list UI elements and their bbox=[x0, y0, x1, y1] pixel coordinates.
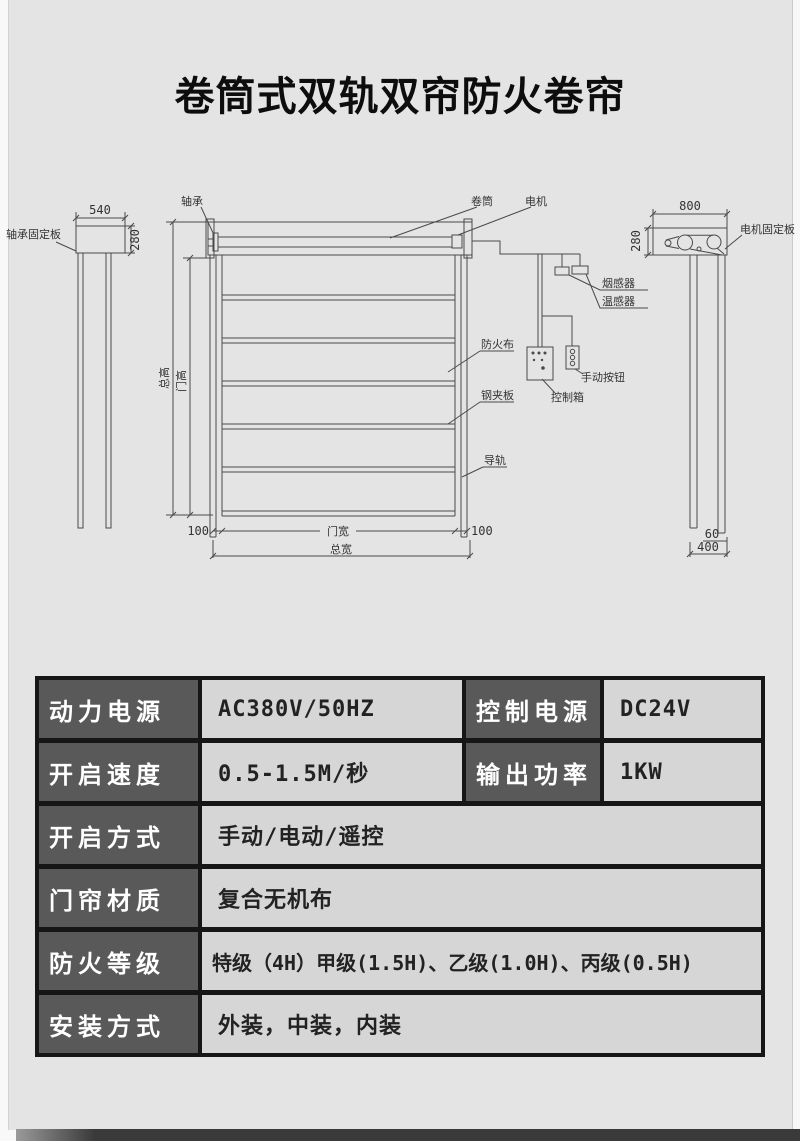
spec-value-open-mode: 手动/电动/遥控 bbox=[202, 806, 761, 864]
dim-280-left: 280 bbox=[128, 229, 142, 251]
spec-row-fire-rating: 防火等级 特级（4H）甲级(1.5H)、乙级(1.0H)、丙级(0.5H) bbox=[39, 932, 761, 990]
spec-label-speed: 开启速度 bbox=[39, 743, 198, 801]
roller-tube bbox=[217, 236, 453, 248]
bottom-shadow bbox=[16, 1129, 800, 1141]
spec-value-speed: 0.5-1.5M/秒 bbox=[202, 743, 462, 801]
dim-280-right: 280 bbox=[629, 230, 643, 252]
dim-400: 400 bbox=[697, 540, 719, 554]
bearing-label: 轴承 bbox=[181, 194, 203, 208]
spec-value-install: 外装，中装，内装 bbox=[202, 995, 761, 1053]
smoke-sensor-label: 烟感器 bbox=[602, 276, 635, 290]
guide-rails bbox=[209, 255, 468, 538]
smoke-sensor bbox=[554, 266, 570, 276]
control-box-label: 控制箱 bbox=[551, 390, 584, 404]
door-width-label: 门宽 bbox=[327, 524, 349, 538]
right-view-rails bbox=[689, 255, 726, 534]
spec-table: 动力电源 AC380V/50HZ 控制电源 DC24V 开启速度 0.5-1.5… bbox=[35, 676, 765, 1057]
steel-plate-label: 钢夹板 bbox=[481, 388, 514, 402]
control-wiring: 烟感器 温感器 手动按钮 控制箱 bbox=[472, 240, 648, 404]
spec-row-power: 动力电源 AC380V/50HZ 控制电源 DC24V bbox=[39, 680, 761, 738]
door-height-label: 门高 bbox=[174, 370, 188, 392]
spec-row-material: 门帘材质 复合无机布 bbox=[39, 869, 761, 927]
header-box bbox=[207, 221, 473, 256]
spec-value-material: 复合无机布 bbox=[202, 869, 761, 927]
total-height-label: 总高 bbox=[157, 367, 171, 389]
spec-value-power: AC380V/50HZ bbox=[202, 680, 462, 738]
manual-button bbox=[565, 345, 580, 370]
spec-label-material: 门帘材质 bbox=[39, 869, 198, 927]
right-side-view: 800 280 电机固定板 60 400 bbox=[629, 199, 795, 558]
spec-label-install: 安装方式 bbox=[39, 995, 198, 1053]
spec-value-fire-rating: 特级（4H）甲级(1.5H)、乙级(1.0H)、丙级(0.5H) bbox=[202, 932, 761, 990]
bearing-plate-label: 轴承固定板 bbox=[6, 227, 61, 241]
spec-label-fire-rating: 防火等级 bbox=[39, 932, 198, 990]
curtain-slats bbox=[222, 294, 455, 517]
spec-value-control-power: DC24V bbox=[604, 680, 761, 738]
motor-plate-label: 电机固定板 bbox=[740, 222, 795, 236]
left-view-rails bbox=[77, 253, 112, 529]
spec-label-power: 动力电源 bbox=[39, 680, 198, 738]
manual-button-label: 手动按钮 bbox=[581, 370, 625, 384]
spec-row-install: 安装方式 外装，中装，内装 bbox=[39, 995, 761, 1053]
spec-value-output-power: 1KW bbox=[604, 743, 761, 801]
spec-row-open-mode: 开启方式 手动/电动/遥控 bbox=[39, 806, 761, 864]
control-box bbox=[526, 346, 554, 381]
dim-60: 60 bbox=[705, 527, 719, 541]
guide-rail-label: 导轨 bbox=[484, 453, 506, 467]
dim-100-right: 100 bbox=[471, 524, 493, 538]
dim-100-left: 100 bbox=[187, 524, 209, 538]
motor-part bbox=[451, 234, 463, 249]
dim-540: 540 bbox=[89, 203, 111, 217]
temp-sensor-label: 温感器 bbox=[602, 295, 635, 308]
motor-plate-box bbox=[652, 227, 728, 256]
fire-cloth-label: 防火布 bbox=[481, 337, 514, 351]
spec-label-output-power: 输出功率 bbox=[466, 743, 600, 801]
spec-label-control-power: 控制电源 bbox=[466, 680, 600, 738]
roller-label: 卷筒 bbox=[471, 194, 493, 208]
bearing-plate-box bbox=[75, 225, 126, 254]
total-width-label: 总宽 bbox=[330, 542, 352, 556]
page-title: 卷筒式双轨双帘防火卷帘 bbox=[174, 74, 626, 120]
temp-sensor bbox=[571, 265, 589, 275]
main-view: 轴承 卷筒 电机 总高 门高 防火布 钢夹板 导轨 100 100 门宽 总宽 bbox=[157, 194, 547, 560]
motor-label: 电机 bbox=[525, 194, 547, 208]
dim-800: 800 bbox=[679, 199, 701, 213]
left-side-view: 540 280 轴承固定板 bbox=[6, 203, 142, 529]
technical-diagram: 540 280 轴承固定板 轴承 卷筒 电机 总高 门高 防火布 钢夹板 导轨 … bbox=[6, 194, 795, 560]
spec-row-speed: 开启速度 0.5-1.5M/秒 输出功率 1KW bbox=[39, 743, 761, 801]
spec-label-open-mode: 开启方式 bbox=[39, 806, 198, 864]
